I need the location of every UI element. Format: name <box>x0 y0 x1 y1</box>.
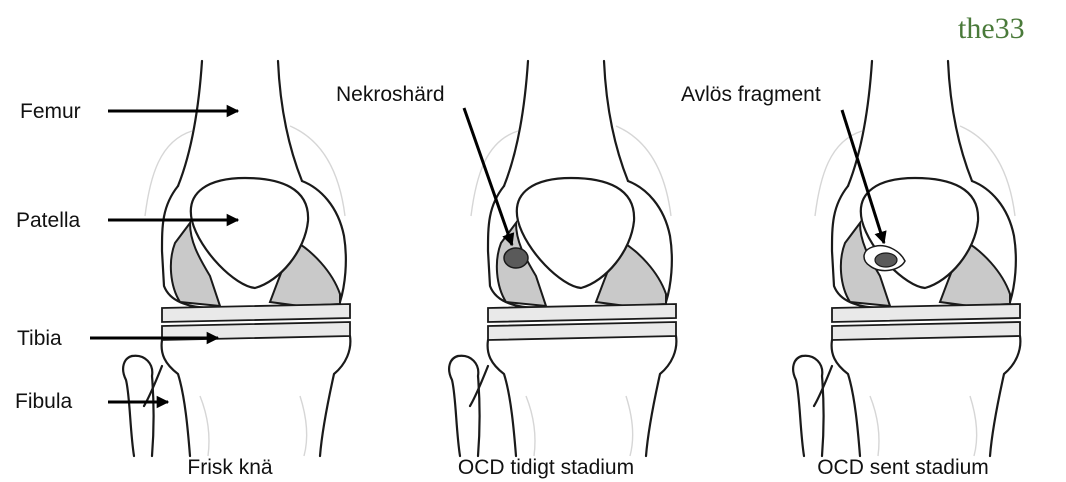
loose-fragment <box>875 253 897 267</box>
label-necrosis: Nekroshärd <box>336 83 445 106</box>
caption-early: OCD tidigt stadium <box>458 456 634 479</box>
knee-late-ocd <box>793 61 1020 456</box>
caption-healthy: Frisk knä <box>187 456 273 479</box>
label-tibia: Tibia <box>17 327 62 350</box>
label-fibula: Fibula <box>15 390 73 413</box>
knee-healthy <box>123 61 350 456</box>
brand-logo: the33 <box>958 12 1025 45</box>
necrosis-lesion <box>504 248 528 268</box>
label-femur: Femur <box>20 100 81 123</box>
knee-early-ocd <box>449 61 676 456</box>
label-patella: Patella <box>16 209 81 232</box>
label-fragment: Avlös fragment <box>681 83 821 106</box>
caption-late: OCD sent stadium <box>817 456 989 479</box>
